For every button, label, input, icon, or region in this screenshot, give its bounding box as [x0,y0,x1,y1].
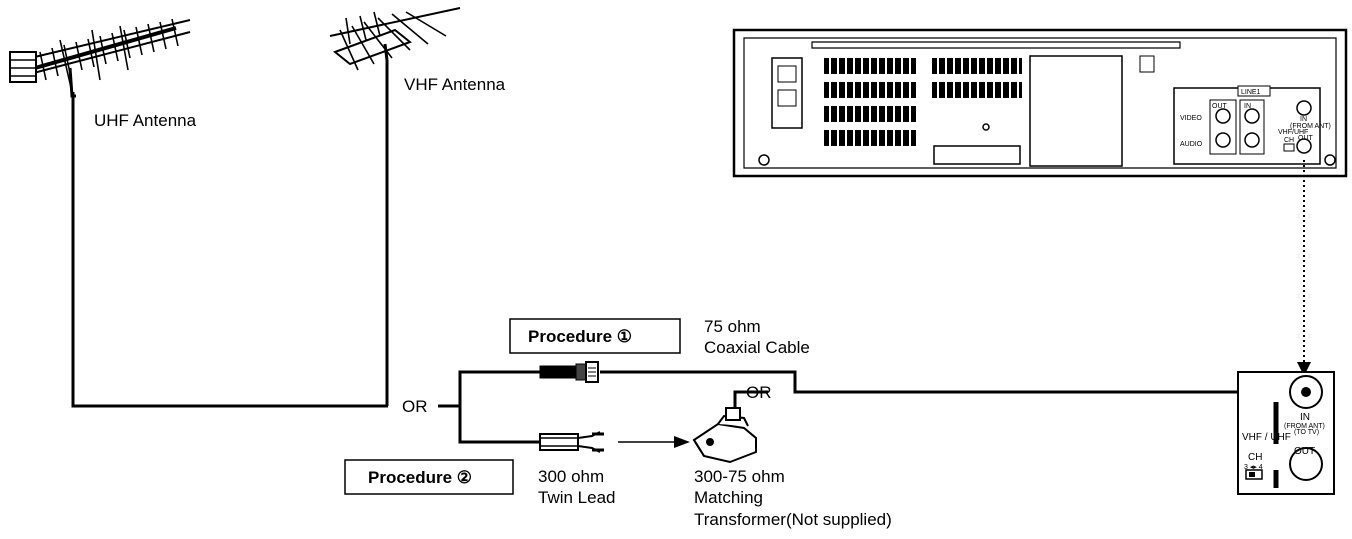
panel-vhf-uhf-label: VHF / UHF [1242,432,1291,443]
panel-ch-values: 3 ◂▸ 4 [1244,464,1263,471]
enlarged-antenna-terminal-panel: IN (FROM ANT) VHF / UHF (TO TV) OUT CH 3… [1237,371,1335,495]
vcr-ant-out-label: OUT [1298,135,1314,142]
uhf-antenna-label: UHF Antenna [94,111,197,130]
vcr-vhf-uhf-label: VHF/UHF [1278,129,1308,136]
panel-in-label: IN [1300,412,1310,423]
vhf-antenna-label: VHF Antenna [404,75,506,94]
vcr-video-label: VIDEO [1180,115,1202,122]
vcr-from-ant-label: (FROM ANT) [1290,123,1331,130]
vcr-ch-label: CH [1284,137,1294,144]
coax-connector-drawing [539,361,599,383]
twin-lead-arrow [618,436,690,448]
procedure-1-box [509,318,681,354]
vcr-audio-label: AUDIO [1180,141,1203,148]
vcr-in-label: IN [1244,103,1251,110]
vcr-rear-panel: LINE1 OUT IN VIDEO AUDIO IN (FROM ANT) V… [732,28,1348,178]
or-label-left: OR [402,397,428,416]
vhf-antenna-drawing [329,7,461,71]
antenna-cables [71,60,1290,444]
panel-from-ant-label: (FROM ANT) [1284,423,1325,430]
procedure-1-label: Procedure ① [528,327,632,346]
uhf-antenna-drawing [9,18,191,98]
transformer-label-line3: Transformer(Not supplied) [694,510,892,529]
procedure-2-box [344,459,514,495]
or-label-right: OR [746,383,772,402]
coax-label-line1: 75 ohm [704,317,761,336]
twin-lead-label-line2: Twin Lead [538,488,616,507]
vcr-line1-label: LINE1 [1241,89,1261,96]
matching-transformer-drawing [692,407,757,464]
ant-out-jack [1289,447,1323,481]
panel-out-label: OUT [1294,446,1315,457]
procedure-2-label: Procedure ② [368,468,472,487]
twin-lead-drawing [539,431,604,453]
transformer-label-line1: 300-75 ohm [694,467,785,486]
vcr-out-label: OUT [1212,103,1228,110]
zoom-dotted-line [1297,160,1311,376]
twin-lead-label-line1: 300 ohm [538,467,604,486]
coax-label-line2: Coaxial Cable [704,338,810,357]
panel-ch-label: CH [1248,452,1262,463]
transformer-label-line2: Matching [694,488,763,507]
vcr-ant-in-label: IN [1300,116,1307,123]
panel-to-tv-label: (TO TV) [1294,429,1319,436]
